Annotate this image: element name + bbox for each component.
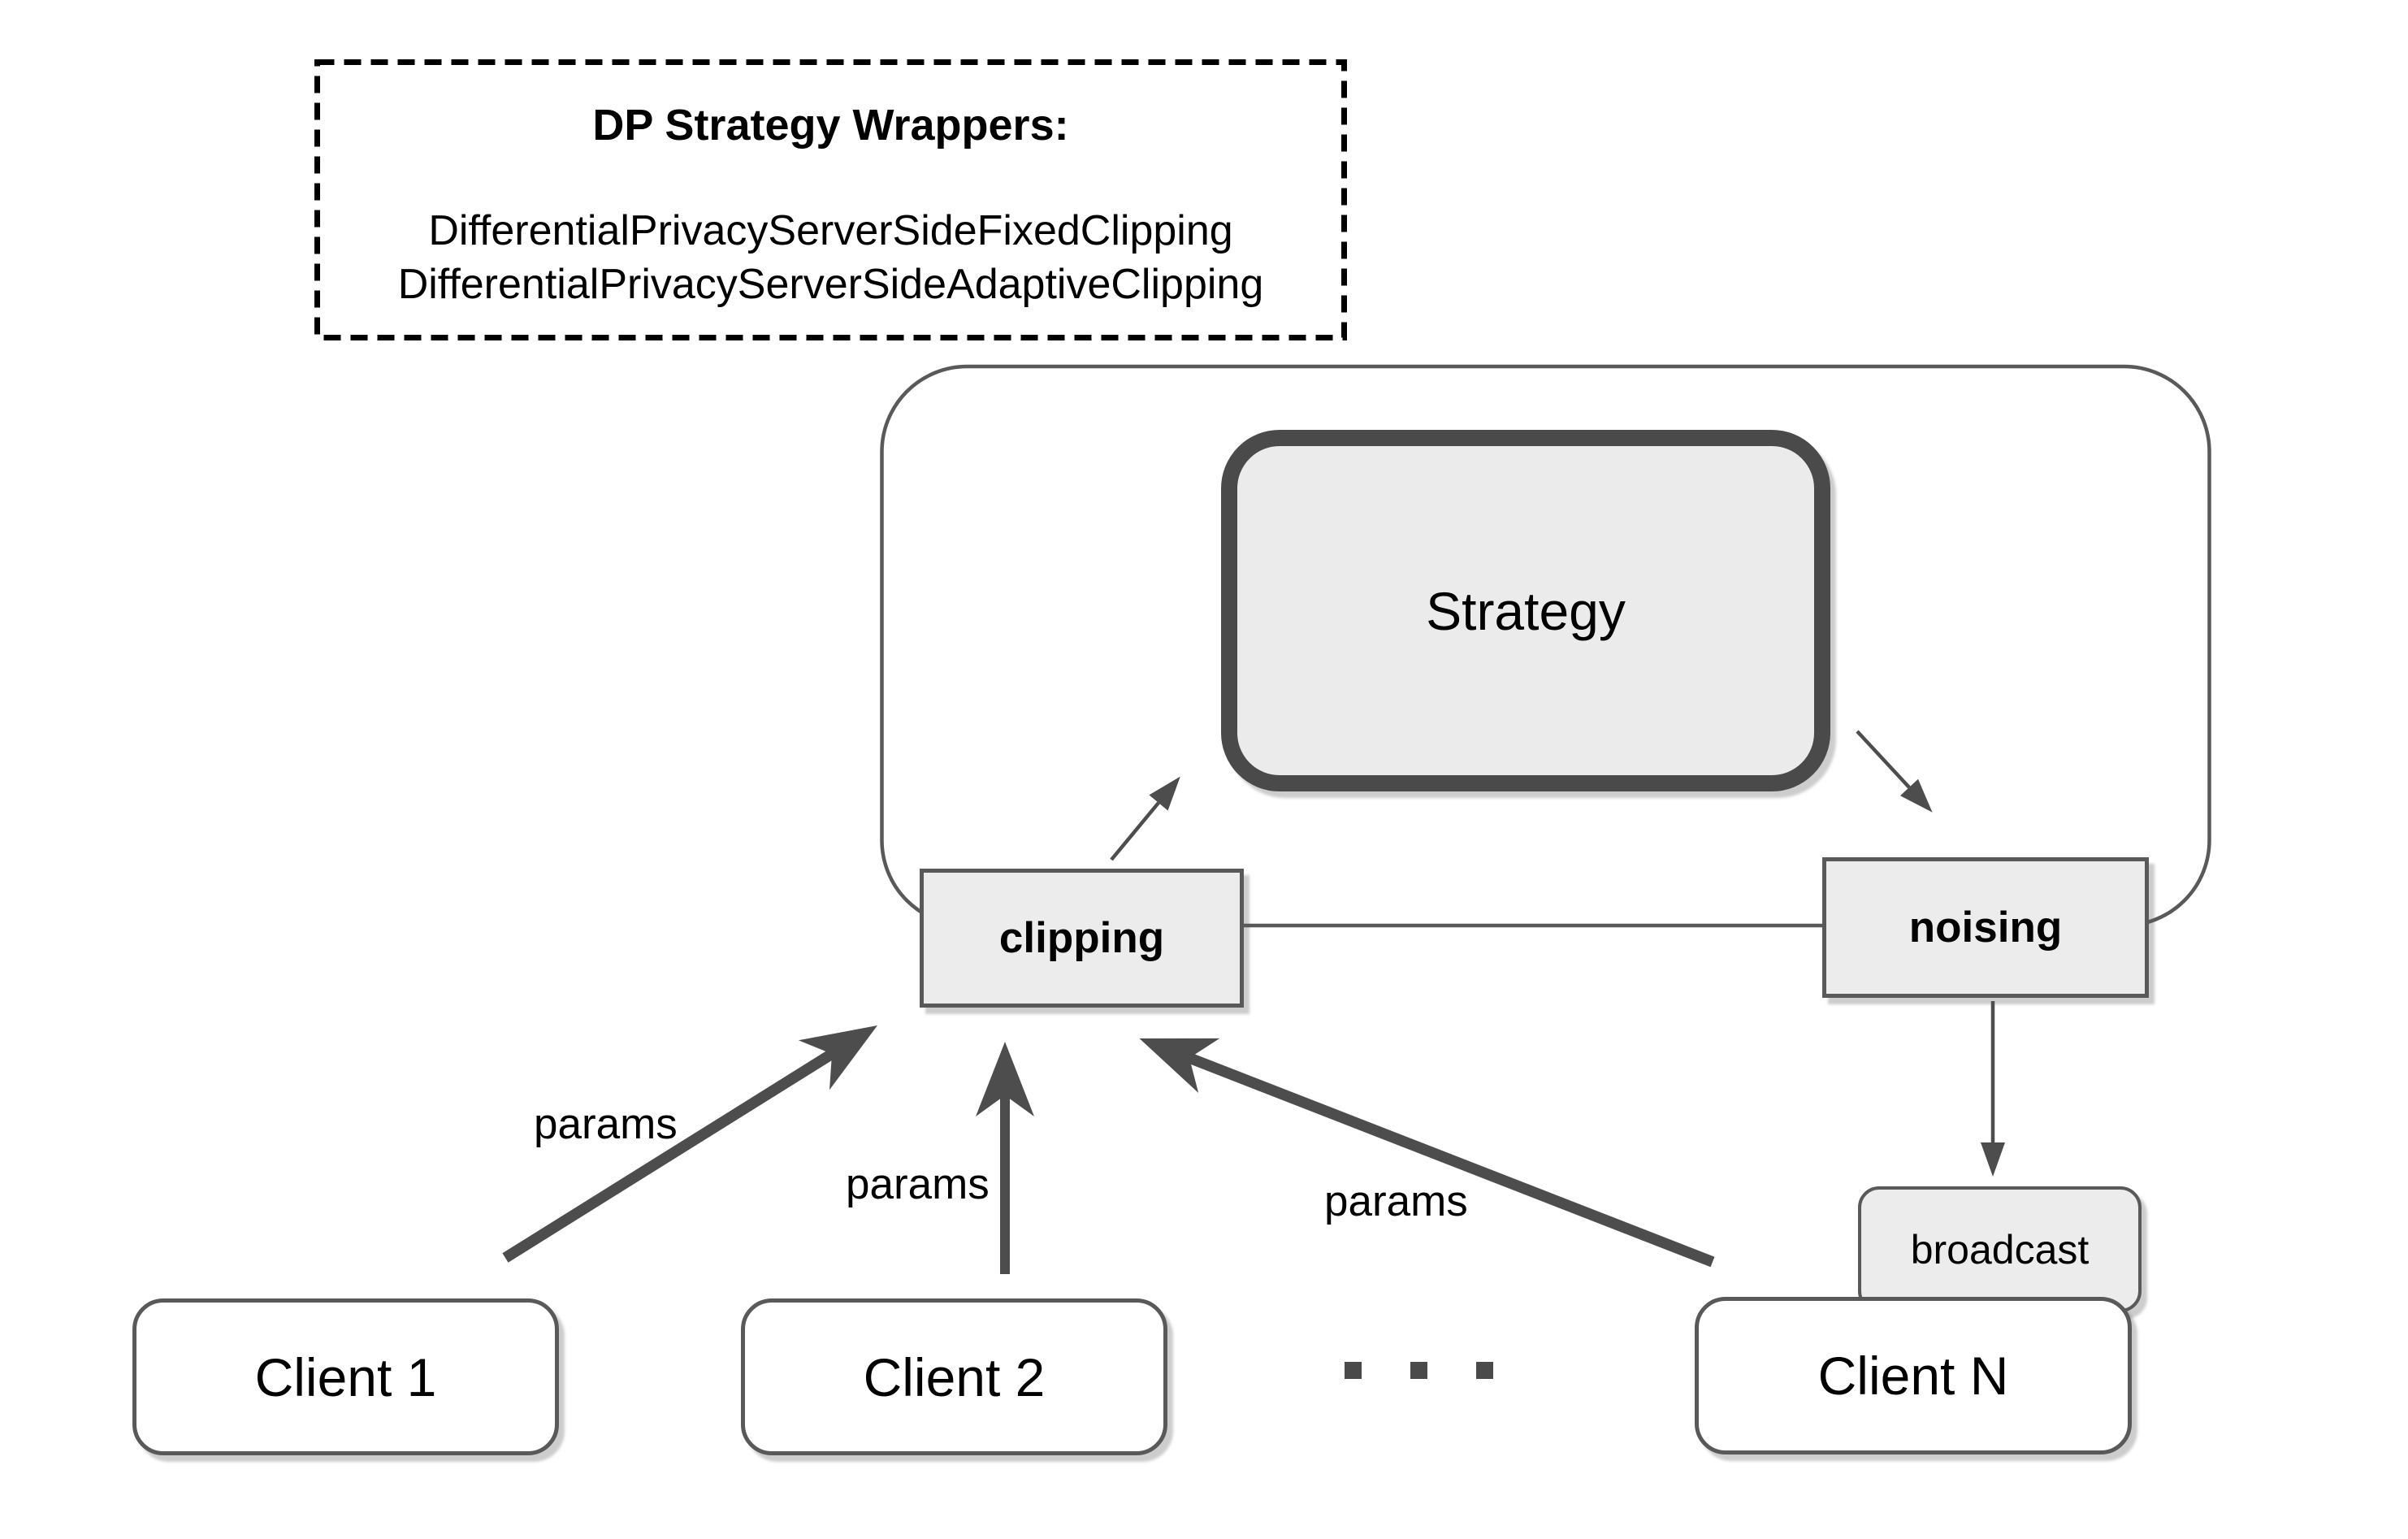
client-n-label: Client N xyxy=(1817,1346,2009,1406)
params-label-clientN: params xyxy=(1324,1177,1468,1225)
clipping-label: clipping xyxy=(998,914,1165,962)
arrow-clipping-to-strategy xyxy=(1110,776,1180,861)
params-label-client2: params xyxy=(846,1160,990,1208)
clipping-box: clipping xyxy=(920,869,1244,1008)
strategy-box: Strategy xyxy=(1221,430,1830,791)
ellipsis-dots-icon xyxy=(1345,1362,1493,1379)
client-2-box: Client 2 xyxy=(741,1298,1167,1455)
server-boundary xyxy=(880,364,2211,928)
params-label-client1: params xyxy=(534,1100,678,1148)
dp-wrappers-note: DP Strategy Wrappers: DifferentialPrivac… xyxy=(317,62,1345,338)
dot-icon xyxy=(1345,1362,1362,1379)
client-2-label: Client 2 xyxy=(863,1346,1046,1407)
client-1-box: Client 1 xyxy=(132,1298,559,1455)
noising-label: noising xyxy=(1908,904,2063,952)
broadcast-box: broadcast xyxy=(1858,1186,2142,1312)
client-1-label: Client 1 xyxy=(254,1346,437,1407)
dp-wrappers-dashed-border xyxy=(314,59,1347,340)
client-n-box: Client N xyxy=(1695,1297,2132,1454)
noising-box: noising xyxy=(1822,857,2149,998)
dot-icon xyxy=(1410,1362,1427,1379)
wrapper-class-adaptive-clipping: DifferentialPrivacyServerSideAdaptiveCli… xyxy=(397,261,1264,308)
arrow-params-clientN-to-clipping xyxy=(1139,1038,1715,1268)
dp-wrappers-title: DP Strategy Wrappers: xyxy=(592,101,1069,150)
arrow-params-client1-to-clipping xyxy=(502,1025,877,1263)
broadcast-label: broadcast xyxy=(1910,1226,2090,1272)
dot-icon xyxy=(1476,1362,1493,1379)
strategy-label: Strategy xyxy=(1426,580,1626,641)
dp-wrapper-class-list: DifferentialPrivacyServerSideFixedClippi… xyxy=(317,204,1345,311)
arrow-strategy-to-noising xyxy=(1856,730,1933,813)
wrapper-class-fixed-clipping: DifferentialPrivacyServerSideFixedClippi… xyxy=(428,207,1233,254)
